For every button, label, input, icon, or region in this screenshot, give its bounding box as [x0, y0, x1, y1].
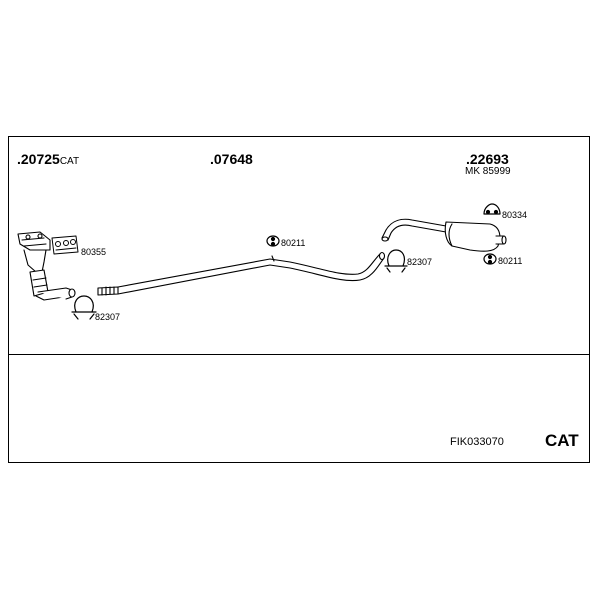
manifold-gasket-icon: [51, 235, 79, 255]
mounting-kit-label: MK 85999: [465, 166, 511, 177]
label-clamp-front: 82307: [95, 312, 121, 322]
catalyst-manifold-icon: [17, 231, 76, 301]
part-number-middle-pipe: .07648: [210, 151, 253, 167]
mid-hanger-icon: [266, 235, 280, 247]
label-gasket-front: 80355: [81, 247, 107, 257]
label-clamp-rear: 82307: [407, 257, 433, 267]
catalyst-suffix: CAT: [59, 156, 80, 167]
part-number-rear-silencer: .22693: [466, 151, 509, 167]
frame-divider: [8, 354, 590, 355]
part-number-catalyst: .20725CAT: [17, 151, 80, 167]
kit-type: CAT: [545, 431, 579, 450]
middle-pipe-icon: [97, 251, 386, 296]
rear-hanger-bottom-icon: [483, 253, 497, 265]
label-hanger-rear-bottom: 80211: [498, 256, 523, 266]
rear-hanger-top-icon: [483, 203, 501, 215]
rear-clamp-icon: [384, 249, 408, 273]
label-hanger-mid: 80211: [281, 238, 306, 248]
label-hanger-rear-top: 80334: [502, 210, 528, 220]
rear-silencer-icon: [381, 218, 507, 252]
diagram-frame: [8, 136, 590, 463]
kit-code: FIK033070: [450, 436, 504, 448]
front-clamp-icon: [71, 295, 97, 320]
